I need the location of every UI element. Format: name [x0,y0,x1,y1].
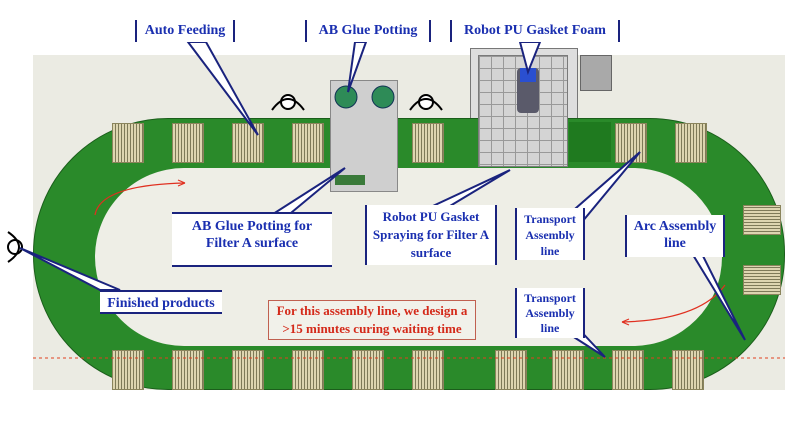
callout-pointer [347,41,368,93]
operator-icon [271,94,305,111]
label-robot-pu-gasket-foam: Robot PU Gasket Foam [450,20,620,42]
product-pallet [232,123,264,163]
product-pallet [352,350,384,390]
curing-time-note: For this assembly line, we design a >15 … [268,300,476,340]
product-pallet [552,350,584,390]
callout-pointer [185,41,259,136]
label-auto-feeding: Auto Feeding [135,20,235,42]
operator-icon [7,231,23,263]
product-pallet [292,350,324,390]
label-transport-line-2: Transport Assembly line [515,288,585,338]
label-ab-glue-filter-a: AB Glue Potting for Filter A surface [172,212,332,267]
product-pallet [743,205,781,235]
label-finished-products: Finished products [100,290,222,314]
label-transport-line-1: Transport Assembly line [515,208,585,260]
product-pallet [612,350,644,390]
operator-icon [409,94,443,111]
glue-station-panel [335,175,365,185]
label-ab-glue-potting: AB Glue Potting [305,20,431,42]
callout-pointer [518,41,542,76]
product-pallet [172,123,204,163]
flow-arrow [621,284,726,326]
product-pallet [412,123,444,163]
product-pallet [743,265,781,295]
callout-pointer [19,247,121,291]
robot-conveyor-segment [569,122,611,162]
label-arc-assembly-line: Arc Assembly line [625,215,725,257]
product-pallet [232,350,264,390]
product-pallet [112,123,144,163]
callout-pointer [688,249,746,341]
glue-pump-left [334,85,358,109]
flow-arrow [94,179,186,216]
robot-head [520,68,536,82]
product-pallet [292,123,324,163]
product-pallet [172,350,204,390]
product-pallet [672,350,704,390]
product-pallet [615,123,647,163]
product-pallet [412,350,444,390]
glue-pump-right [371,85,395,109]
label-robot-pu-spray-filter-a: Robot PU Gasket Spraying for Filter A su… [365,205,497,265]
product-pallet [495,350,527,390]
side-cabinet [580,55,612,91]
product-pallet [112,350,144,390]
product-pallet [675,123,707,163]
